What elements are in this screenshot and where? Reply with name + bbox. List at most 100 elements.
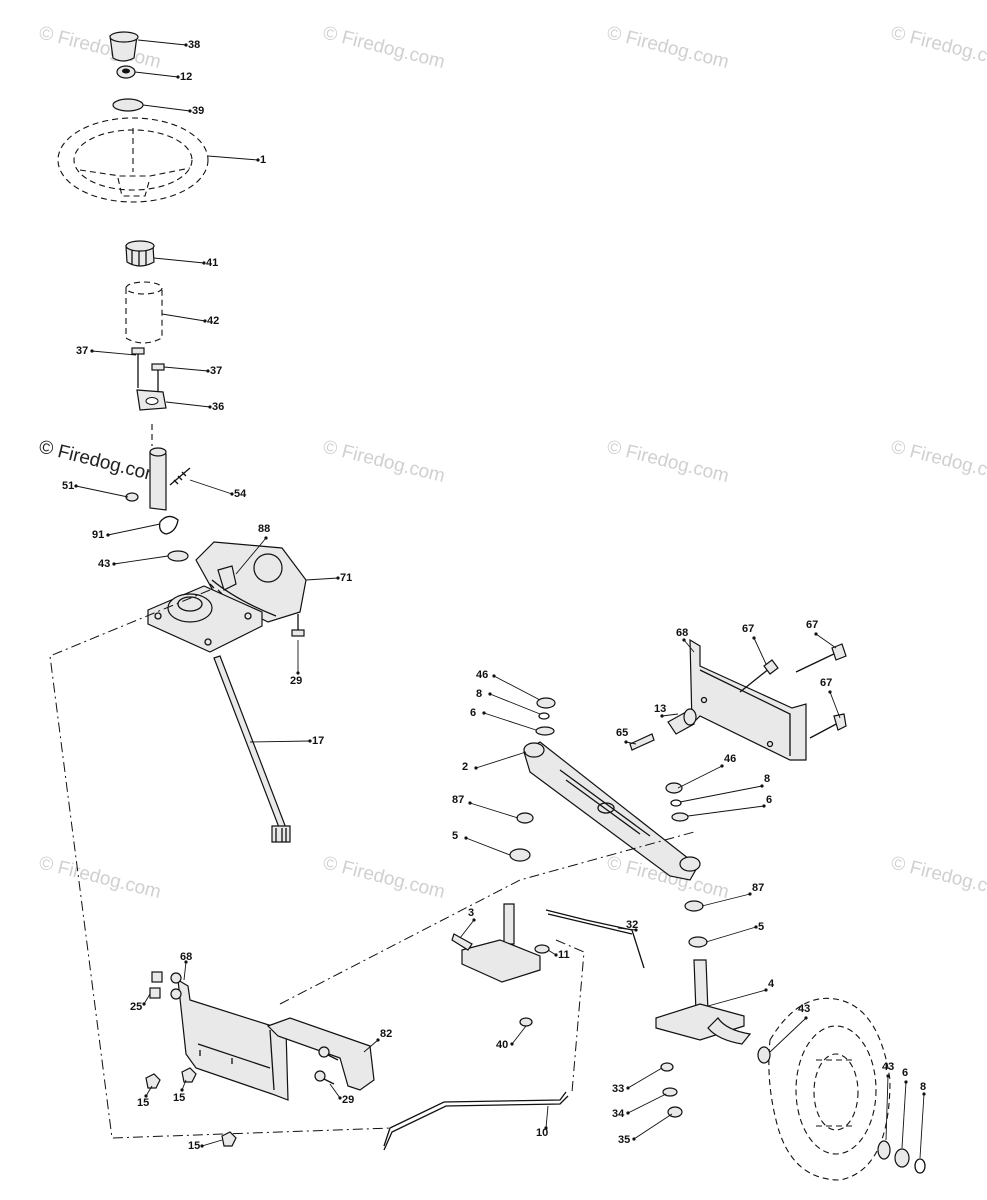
callout-leader-line	[459, 919, 475, 939]
callout-number: 46	[724, 753, 736, 765]
watermark-layer: © Firedog.com © Firedog.com © Firedog.com ©…	[37, 22, 987, 903]
callout-leader-dot	[762, 804, 766, 808]
callout-number: 43	[882, 1061, 894, 1073]
callout-number: 43	[798, 1003, 810, 1015]
callout-number: 6	[470, 707, 476, 719]
callout-leader-line	[627, 1093, 667, 1114]
callout-leader-line	[107, 523, 161, 536]
callout-leader-dot	[626, 1086, 630, 1090]
callout-leader-dot	[760, 784, 764, 788]
callout-6: 6	[470, 707, 537, 731]
callout-35: 35	[618, 1113, 673, 1146]
callout-leader-dot	[468, 801, 472, 805]
callout-33: 33	[612, 1067, 663, 1095]
callout-leader-line	[705, 926, 757, 943]
callout-91: 91	[92, 523, 161, 541]
callout-40: 40	[496, 1025, 527, 1051]
watermark-text: © Firedog.com	[605, 22, 731, 73]
callout-leader-line	[815, 633, 837, 649]
callout-87: 87	[701, 882, 764, 907]
front-axle-parts	[279, 638, 926, 1181]
callout-number: 65	[616, 727, 628, 739]
callout-leader-dot	[554, 953, 558, 957]
callout-71: 71	[305, 572, 352, 584]
callout-number: 5	[758, 921, 764, 933]
callout-leader-line	[153, 257, 205, 264]
callout-leader-line	[163, 366, 209, 372]
callout-43: 43	[882, 1061, 894, 1141]
callout-number: 17	[312, 735, 324, 747]
callout-65: 65	[616, 727, 637, 745]
callout-67: 67	[806, 619, 837, 649]
callout-leader-dot	[230, 492, 234, 496]
callout-number: 6	[766, 794, 772, 806]
callout-number: 29	[290, 675, 302, 687]
callout-leader-line	[143, 993, 151, 1005]
callout-leader-dot	[180, 1088, 184, 1092]
callout-leader-dot	[338, 1096, 342, 1100]
callout-number: 51	[62, 480, 74, 492]
callout-leader-dot	[660, 714, 664, 718]
callout-4: 4	[707, 978, 775, 1007]
callout-number: 41	[206, 257, 218, 269]
callout-82: 82	[363, 1028, 392, 1053]
callout-number: 71	[340, 572, 352, 584]
steering-gear-assembly	[49, 541, 393, 1139]
callout-leader-line	[207, 155, 259, 161]
callout-54: 54	[189, 479, 247, 500]
callout-29: 29	[290, 640, 302, 687]
callout-leader-line	[493, 675, 541, 701]
watermark-text: © Firedog.com	[889, 436, 987, 487]
callout-leader-dot	[886, 1074, 890, 1078]
callout-67: 67	[820, 677, 841, 719]
callout-leader-dot	[144, 1094, 148, 1098]
callout-17: 17	[249, 735, 324, 747]
callout-43: 43	[769, 1003, 810, 1053]
callout-leader-dot	[624, 740, 628, 744]
callout-leader-line	[91, 350, 137, 356]
callout-number: 10	[536, 1127, 548, 1139]
callout-leader-line	[329, 1083, 341, 1099]
callout-leader-dot	[828, 690, 832, 694]
watermark-text: © Firedog.com	[889, 22, 987, 73]
callout-number: 87	[452, 794, 464, 806]
callout-leader-line	[753, 637, 767, 665]
callout-15: 15	[173, 1079, 187, 1104]
callout-number: 13	[654, 703, 666, 715]
callout-88: 88	[235, 523, 270, 575]
callout-5: 5	[452, 830, 511, 856]
callout-leader-line	[465, 837, 511, 856]
callout-number: 68	[180, 951, 192, 963]
callout-leader-dot	[632, 1137, 636, 1141]
callout-leader-line	[142, 104, 191, 112]
callout-32: 32	[617, 919, 638, 932]
callout-number: 39	[192, 105, 204, 117]
callout-6: 6	[687, 794, 772, 817]
callout-leader-line	[305, 577, 339, 581]
callout-leader-dot	[376, 1038, 380, 1042]
callout-leader-line	[181, 1079, 187, 1091]
callout-leader-dot	[804, 1016, 808, 1020]
callout-leader-dot	[203, 319, 207, 323]
callout-87: 87	[452, 794, 519, 819]
callout-leader-line	[189, 479, 233, 495]
callout-leader-dot	[202, 261, 206, 265]
callout-43: 43	[98, 555, 169, 570]
callout-36: 36	[165, 401, 224, 413]
callout-leader-dot	[482, 711, 486, 715]
callout-leader-dot	[682, 638, 686, 642]
watermark-text: © Firedog.com	[37, 22, 163, 73]
callout-leader-line	[633, 1113, 673, 1140]
callout-leader-dot	[90, 349, 94, 353]
callout-number: 15	[188, 1140, 200, 1152]
callout-leader-line	[134, 71, 179, 78]
callout-number: 36	[212, 401, 224, 413]
callout-leader-line	[885, 1075, 889, 1141]
callout-leader-line	[627, 1067, 663, 1089]
callout-29: 29	[329, 1083, 354, 1106]
callout-number: 46	[476, 669, 488, 681]
callout-leader-dot	[472, 918, 476, 922]
callout-leader-dot	[488, 692, 492, 696]
